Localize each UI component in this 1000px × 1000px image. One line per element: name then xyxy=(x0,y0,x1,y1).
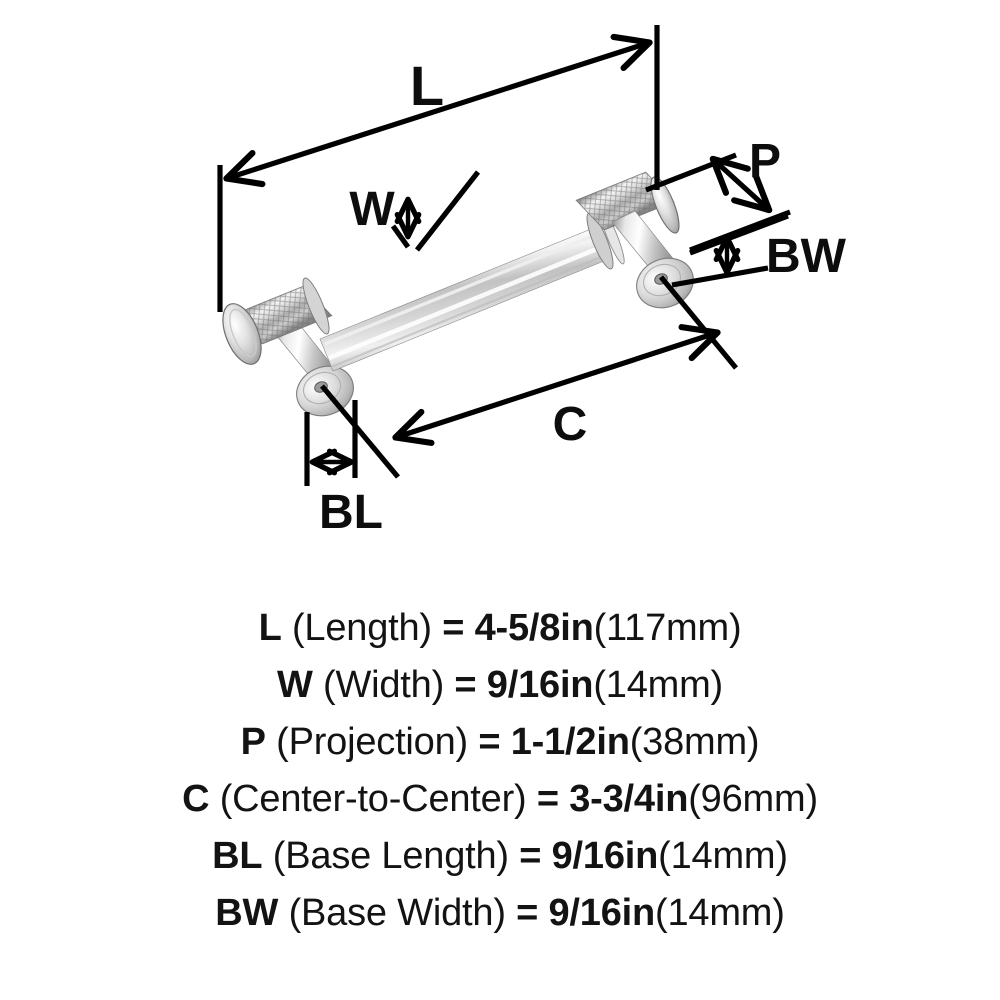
spec-name: (Base Width) xyxy=(288,892,506,934)
spec-metric-value: (14mm) xyxy=(593,664,723,706)
spec-symbol: C xyxy=(182,778,210,820)
spec-name: (Width) xyxy=(323,664,445,706)
spec-symbol: W xyxy=(276,664,313,706)
dimension-W xyxy=(390,170,481,252)
spec-name: (Center-to-Center) xyxy=(219,778,527,820)
dimension-BL xyxy=(304,400,358,486)
label-BW: BW xyxy=(766,230,847,283)
left-knurled-cap xyxy=(222,277,333,365)
L-dimension-arrow xyxy=(223,33,653,188)
spec-name: (Length) xyxy=(291,607,432,649)
spec-equals: = xyxy=(519,835,542,877)
label-BL: BL xyxy=(319,486,383,539)
label-C: C xyxy=(553,398,588,451)
spec-symbol: L xyxy=(258,607,282,649)
spec-name: (Projection) xyxy=(276,721,468,763)
center-bar xyxy=(319,226,610,372)
spec-imperial-value: 1-1/2in xyxy=(510,721,630,763)
spec-imperial-value: 9/16in xyxy=(551,835,659,877)
left-cap-inner-ring xyxy=(229,308,257,358)
right-mounting-base xyxy=(611,210,694,309)
C-leader-left xyxy=(320,384,400,479)
spec-equals: = xyxy=(454,664,477,706)
bar-highlight-main xyxy=(328,243,605,361)
spec-imperial-value: 9/16in xyxy=(486,664,594,706)
spec-row-center-to-center: C (Center-to-Center) = 3-3/4in(96mm) xyxy=(182,771,818,828)
spec-imperial-value: 3-3/4in xyxy=(569,778,689,820)
P-dimension-arrow xyxy=(709,155,773,214)
spec-row-length: L (Length) = 4-5/8in(117mm) xyxy=(259,600,742,657)
BW-leader-upper xyxy=(689,213,789,256)
label-W: W xyxy=(349,183,395,236)
C-dimension-arrow xyxy=(392,324,721,446)
spec-symbol: P xyxy=(240,721,266,763)
label-L: L xyxy=(410,54,444,117)
label-P: P xyxy=(749,135,781,188)
dimension-BW xyxy=(671,213,789,288)
spec-row-projection: P (Projection) = 1-1/2in(38mm) xyxy=(241,714,760,771)
product-illustration xyxy=(222,171,694,417)
spec-metric-value: (14mm) xyxy=(655,892,785,934)
spec-row-base-width: BW (Base Width) = 9/16in(14mm) xyxy=(215,885,785,942)
spec-equals: = xyxy=(442,607,465,649)
dimension-P xyxy=(645,152,791,253)
P-leader-lower xyxy=(689,209,791,253)
spec-row-base-length: BL (Base Length) = 9/16in(14mm) xyxy=(212,828,788,885)
left-base-ring xyxy=(302,371,342,405)
spec-name: (Base Length) xyxy=(272,835,509,877)
product-diagram: L W P BW C BL xyxy=(217,25,847,539)
left-collar xyxy=(302,277,330,335)
spec-equals: = xyxy=(516,892,539,934)
right-base-ring xyxy=(642,263,682,297)
right-cap-face xyxy=(650,176,680,234)
W-leader-tick xyxy=(390,224,411,249)
dimension-C xyxy=(320,275,739,479)
spec-metric-value: (14mm) xyxy=(658,835,788,877)
spec-metric-value: (38mm) xyxy=(629,721,760,763)
spec-symbol: BL xyxy=(212,835,263,877)
BW-leader-lower xyxy=(671,265,769,288)
spec-row-width: W (Width) = 9/16in(14mm) xyxy=(277,657,723,714)
bar-shadow-lower xyxy=(330,253,607,369)
spec-metric-value: (96mm) xyxy=(688,778,818,820)
spec-equals: = xyxy=(478,721,501,763)
bar-highlight-top xyxy=(324,231,601,346)
specification-list: L (Length) = 4-5/8in(117mm) W (Width) = … xyxy=(0,600,1000,942)
left-cap-face xyxy=(222,303,262,365)
dimension-L xyxy=(217,25,660,312)
spec-metric-value: (117mm) xyxy=(593,607,742,649)
spec-imperial-value: 9/16in xyxy=(548,892,656,934)
spec-symbol: BW xyxy=(215,892,279,934)
spec-equals: = xyxy=(536,778,559,820)
C-leader-right xyxy=(658,275,739,370)
W-leader-line xyxy=(414,170,481,252)
spec-imperial-value: 4-5/8in xyxy=(474,607,594,649)
